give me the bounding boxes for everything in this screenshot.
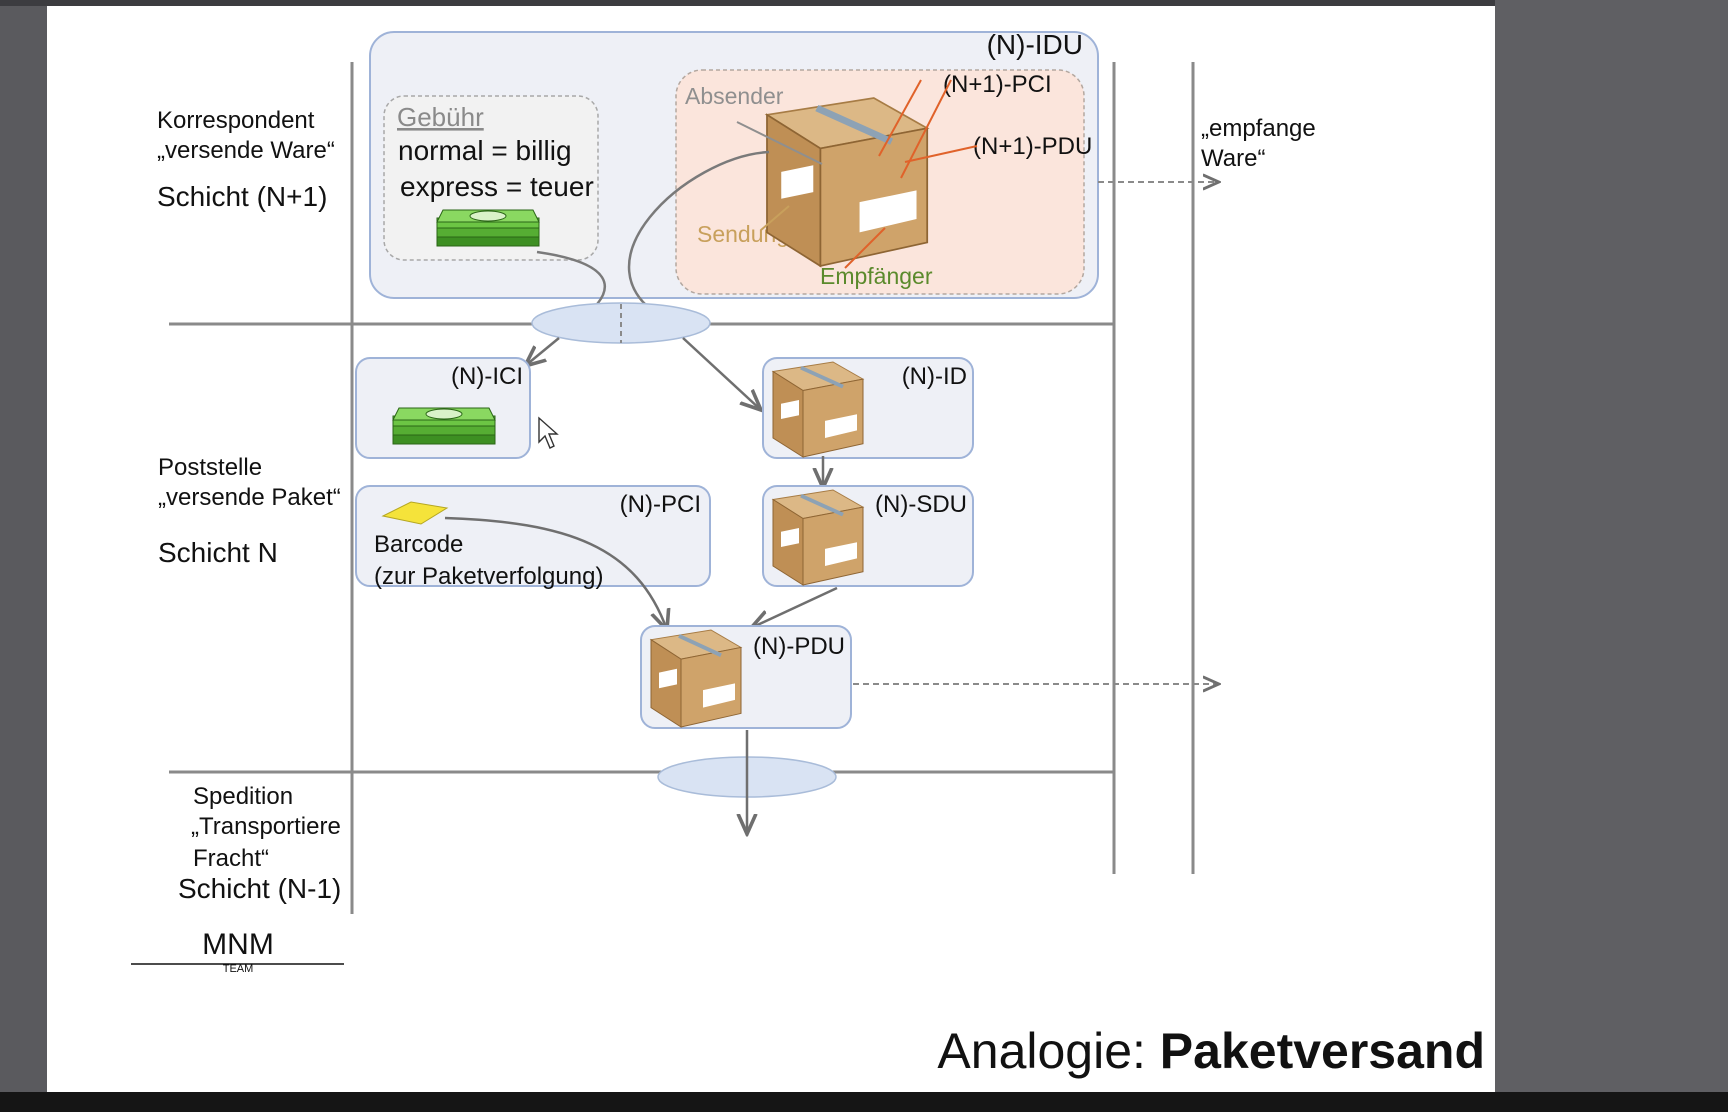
fee-normal: normal = billig (398, 135, 572, 166)
sap-to-id-arrow (682, 337, 761, 410)
protocol-diagram: (N)-IDU Gebühr normal = billig express =… (131, 29, 1316, 975)
peer-action-line1: „empfange (1201, 115, 1316, 142)
lower-layer: Schicht (N-1) (178, 873, 341, 904)
lower-action-line1: „Transportiere (191, 813, 341, 840)
sdu-label: (N)-SDU (875, 491, 967, 518)
sender-pointer (736, 121, 823, 165)
lower-role: Spedition (193, 783, 293, 810)
ici-money-icon (392, 407, 496, 445)
recipient-label: Empfänger (820, 263, 933, 289)
sdu-to-pdu-arrow (751, 586, 838, 628)
fee-express: express = teuer (400, 171, 594, 202)
title-prefix: Analogie: (937, 1023, 1160, 1079)
slide-title: Analogie: Paketversand (937, 1022, 1485, 1080)
viewer-side-panel (1495, 0, 1728, 1112)
pci-box (355, 485, 711, 587)
n1-pdu-label: (N+1)-PDU (973, 133, 1092, 160)
barcode-line2: (zur Paketverfolgung) (374, 563, 603, 590)
n1-pci-label: (N+1)-PCI (943, 71, 1052, 98)
barcode-to-pdu-arrow (444, 516, 667, 630)
pdu-label: (N)-PDU (753, 633, 845, 660)
title-bold: Paketversand (1159, 1023, 1485, 1079)
middle-role: Poststelle (158, 454, 262, 481)
idu-label: (N)-IDU (987, 29, 1083, 60)
svg-text:TEAM: TEAM (223, 963, 254, 975)
middle-action: „versende Paket“ (158, 484, 341, 511)
id-label: (N)-ID (902, 363, 967, 390)
window-top-bar (0, 0, 1728, 6)
middle-layer: Schicht N (158, 537, 278, 568)
money-icon (436, 209, 540, 247)
id-package-icon (771, 360, 865, 459)
fee-title: Gebühr (397, 102, 484, 132)
package-to-sap-curve (627, 150, 770, 322)
pci-label: (N)-PCI (620, 491, 701, 518)
sender-label: Absender (685, 83, 784, 109)
lower-action-line2: Fracht“ (193, 845, 269, 872)
barcode-line1: Barcode (374, 531, 463, 558)
pdu-pointer (904, 145, 978, 163)
mnm-team-logo: MNM TEAM (131, 928, 344, 975)
barcode-icon (381, 501, 449, 525)
pci-pointer-1 (878, 79, 922, 157)
upper-role: Korrespondent (157, 107, 315, 134)
svg-text:MNM: MNM (202, 928, 274, 961)
upper-layer: Schicht (N+1) (157, 181, 327, 212)
viewer-bottom-bar (0, 1092, 1728, 1112)
shipment-pointer (760, 205, 790, 231)
recipient-pointer (844, 227, 886, 269)
package-icon (767, 98, 927, 266)
mouse-cursor-icon (538, 416, 559, 449)
slide: (N)-IDU Gebühr normal = billig express =… (47, 6, 1495, 1092)
pdu-package-icon (649, 628, 743, 729)
sap-to-ici-arrow (525, 337, 560, 366)
upper-action: „versende Ware“ (157, 137, 335, 164)
ici-label: (N)-ICI (451, 363, 523, 390)
sdu-package-icon (771, 488, 865, 587)
peer-action-line2: Ware“ (1201, 145, 1265, 172)
